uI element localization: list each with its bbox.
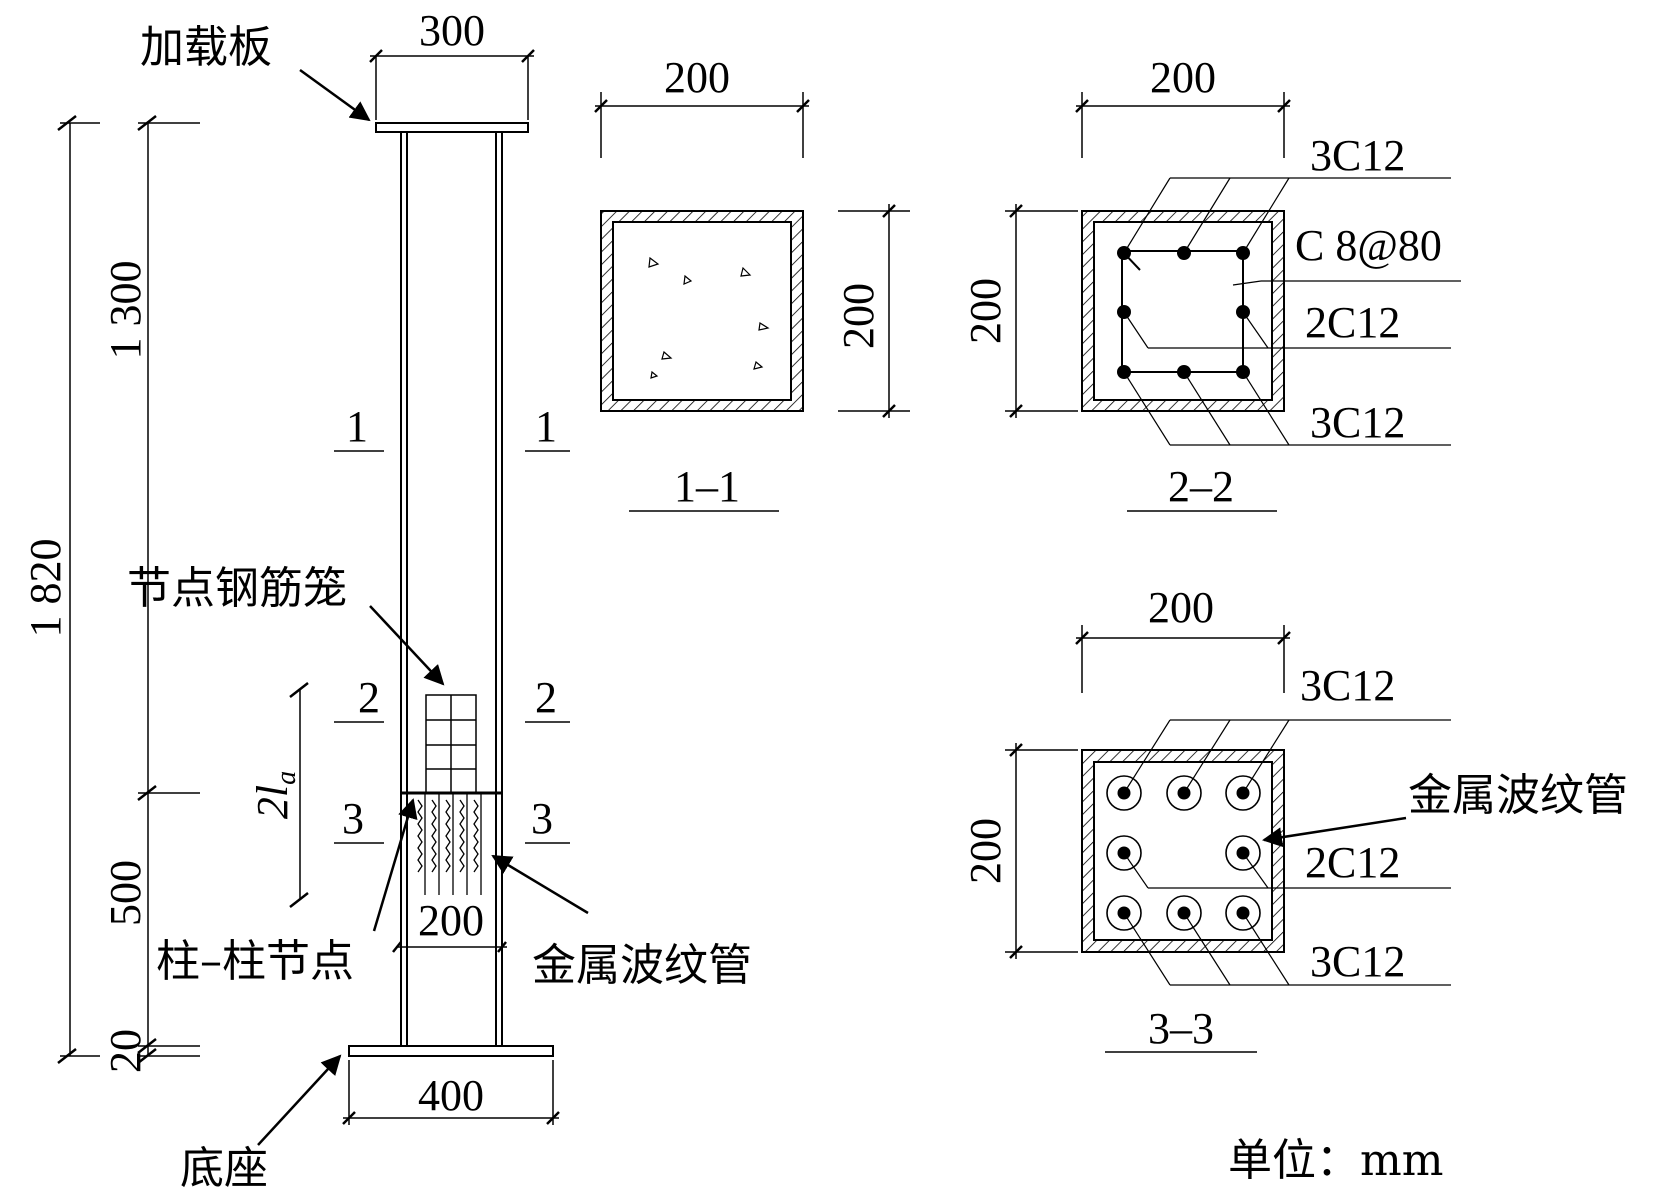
loading-plate <box>375 122 529 133</box>
s22-top-bars: 3C12 <box>1310 131 1405 180</box>
cut-2-right: 2 <box>535 673 557 722</box>
s33-title: 3–3 <box>1148 1004 1214 1053</box>
column-joint-arrow <box>372 798 418 932</box>
s22-stirrup: C 8@80 <box>1295 221 1442 270</box>
s11-width: 200 <box>664 53 730 102</box>
loading-plate-label: 加载板 <box>140 22 272 73</box>
base-plate <box>348 1045 554 1057</box>
cut-3-right: 3 <box>531 794 553 843</box>
s33-bot-bars: 3C12 <box>1310 937 1405 986</box>
cut-1-right: 1 <box>535 402 557 451</box>
s33-pipe-label: 金属波纹管 <box>1408 770 1628 821</box>
section-2-2 <box>1005 92 1461 512</box>
s33-top-bars: 3C12 <box>1300 661 1395 710</box>
base-width: 400 <box>418 1071 484 1120</box>
units-label: 单位：mm <box>1228 1135 1443 1186</box>
s22-height: 200 <box>961 278 1010 344</box>
s11-height: 200 <box>834 283 883 349</box>
lower-height: 500 <box>101 860 150 926</box>
cut-1-left: 1 <box>346 402 368 451</box>
joint-width: 200 <box>418 896 484 945</box>
base-arrow <box>257 1054 342 1146</box>
column-elevation <box>57 49 589 1146</box>
column-joint-label: 柱–柱节点 <box>156 936 354 987</box>
pipe-arrow <box>491 854 589 915</box>
node-cage <box>425 694 477 794</box>
top-plate-width: 300 <box>419 6 485 55</box>
section-1-1 <box>594 92 910 512</box>
cut-3-left: 3 <box>342 794 364 843</box>
anchorage-length: 2la <box>248 771 302 819</box>
total-height: 1 820 <box>21 539 70 638</box>
loading-plate-arrow <box>299 68 371 122</box>
s22-mid-bars: 2C12 <box>1305 298 1400 347</box>
s33-width: 200 <box>1148 583 1214 632</box>
s33-mid-bars: 2C12 <box>1305 838 1400 887</box>
s22-width: 200 <box>1150 53 1216 102</box>
corrugated-pipes <box>417 793 482 895</box>
base-label: 底座 <box>180 1143 268 1193</box>
upper-height: 1 300 <box>101 261 150 360</box>
cut-2-left: 2 <box>358 673 380 722</box>
s22-bot-bars: 3C12 <box>1310 398 1405 447</box>
pipe-arrow-3-3 <box>1262 816 1407 848</box>
node-cage-label: 节点钢筋笼 <box>127 563 347 614</box>
s22-title: 2–2 <box>1168 462 1234 511</box>
node-cage-arrow <box>369 605 445 686</box>
section-3-3 <box>1005 625 1451 1053</box>
base-height: 20 <box>101 1029 150 1073</box>
s33-height: 200 <box>961 818 1010 884</box>
s11-title: 1–1 <box>674 462 740 511</box>
corrugated-pipe-label: 金属波纹管 <box>532 940 752 991</box>
